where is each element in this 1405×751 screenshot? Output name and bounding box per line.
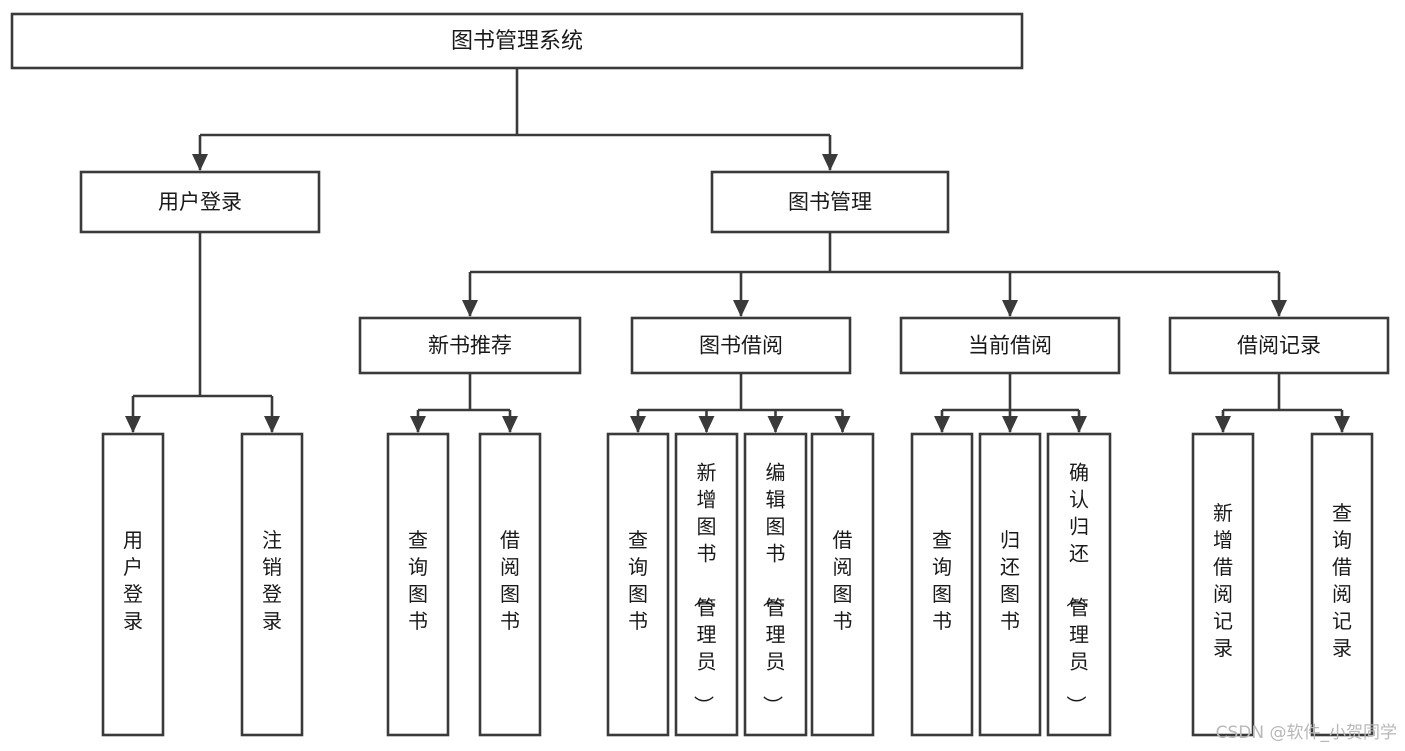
arrow-head-icon-l3-3 — [1271, 300, 1287, 317]
arrow-head-icon-user-leaf-0 — [125, 416, 141, 433]
leaf-node-3[interactable]: 借阅图书 — [478, 432, 542, 737]
arrow-head-icon-0-leaf-1 — [502, 416, 518, 433]
node-level3-3[interactable]: 借阅记录 — [1168, 316, 1390, 375]
arrow-head-icon-1-leaf-1 — [698, 416, 715, 433]
arrow-head-icon-3-leaf-0 — [1215, 416, 1231, 433]
edges-layer — [125, 68, 1350, 433]
leaf-node-2[interactable]: 查询图书 — [386, 432, 450, 737]
arrow-head-icon-1-leaf-0 — [630, 416, 646, 433]
node-label: 用户登录 — [158, 190, 242, 214]
leaf-node-12[interactable]: 查询借阅记录 — [1310, 432, 1374, 737]
leaf-node-label: 借阅图书 — [833, 528, 853, 633]
arrow-head-icon-2-leaf-1 — [1002, 416, 1018, 433]
node-level2-1[interactable]: 图书管理 — [710, 170, 950, 234]
node-level3-0[interactable]: 新书推荐 — [358, 316, 582, 375]
arrow-head-icon-l3-2 — [1002, 300, 1018, 317]
arrow-head-icon-l3-0 — [462, 300, 478, 317]
leaf-node-11[interactable]: 新增借阅记录 — [1191, 432, 1255, 737]
leaf-node-8[interactable]: 查询图书 — [910, 432, 974, 737]
node-label: 借阅记录 — [1237, 334, 1321, 358]
leaf-node-label: 用户登录 — [123, 528, 143, 633]
leaf-node-9[interactable]: 归还图书 — [978, 432, 1042, 737]
leaf-node-label: 查询借阅记录 — [1332, 501, 1352, 660]
arrow-head-icon-l2-0 — [192, 154, 208, 171]
arrow-head-icon-3-leaf-1 — [1334, 416, 1350, 433]
node-label: 图书借阅 — [699, 334, 783, 358]
leaf-node-label: 编辑图书（管理员） — [761, 460, 786, 715]
leaf-node-label: 确认归还（管理员） — [1064, 460, 1089, 715]
leaf-node-10[interactable]: 确认归还（管理员） — [1046, 432, 1112, 737]
leaf-node-label: 新增图书（管理员） — [692, 460, 717, 715]
leaf-node-label: 新增借阅记录 — [1213, 501, 1233, 660]
node-label: 图书管理系统 — [451, 29, 583, 54]
leaf-node-label: 查询图书 — [932, 528, 952, 633]
arrow-head-icon-1-leaf-2 — [767, 416, 784, 433]
arrow-head-icon-l3-1 — [733, 300, 749, 317]
leaf-node-label: 注销登录 — [262, 528, 282, 633]
node-label: 图书管理 — [788, 190, 872, 214]
node-level2-0[interactable]: 用户登录 — [79, 170, 321, 234]
nodes-layer: 图书管理系统用户登录图书管理新书推荐图书借阅当前借阅借阅记录用户登录注销登录查询… — [10, 12, 1390, 737]
leaf-node-1[interactable]: 注销登录 — [240, 432, 304, 737]
leaf-node-label: 借阅图书 — [500, 528, 520, 633]
node-level3-2[interactable]: 当前借阅 — [899, 316, 1121, 375]
arrow-head-icon-2-leaf-0 — [934, 416, 950, 433]
node-root[interactable]: 图书管理系统 — [10, 12, 1024, 70]
leaf-node-label: 查询图书 — [628, 528, 648, 633]
arrow-head-icon-1-leaf-3 — [834, 416, 851, 433]
node-level3-1[interactable]: 图书借阅 — [630, 316, 852, 375]
arrow-head-icon-l2-1 — [822, 154, 838, 171]
leaf-node-label: 查询图书 — [408, 528, 428, 633]
leaf-node-6[interactable]: 编辑图书（管理员） — [743, 432, 808, 737]
node-label: 当前借阅 — [968, 334, 1052, 358]
leaf-node-5[interactable]: 新增图书（管理员） — [674, 432, 739, 737]
arrow-head-icon-user-leaf-1 — [264, 416, 280, 433]
leaf-node-0[interactable]: 用户登录 — [101, 432, 165, 737]
node-label: 新书推荐 — [428, 334, 512, 358]
arrow-head-icon-0-leaf-0 — [410, 416, 426, 433]
watermark-text: CSDN @软件_小贺同学 — [1215, 723, 1397, 743]
leaf-node-4[interactable]: 查询图书 — [606, 432, 670, 737]
leaf-node-label: 归还图书 — [1000, 528, 1020, 633]
leaf-node-7[interactable]: 借阅图书 — [810, 432, 875, 737]
arrow-head-icon-2-leaf-2 — [1071, 416, 1087, 433]
